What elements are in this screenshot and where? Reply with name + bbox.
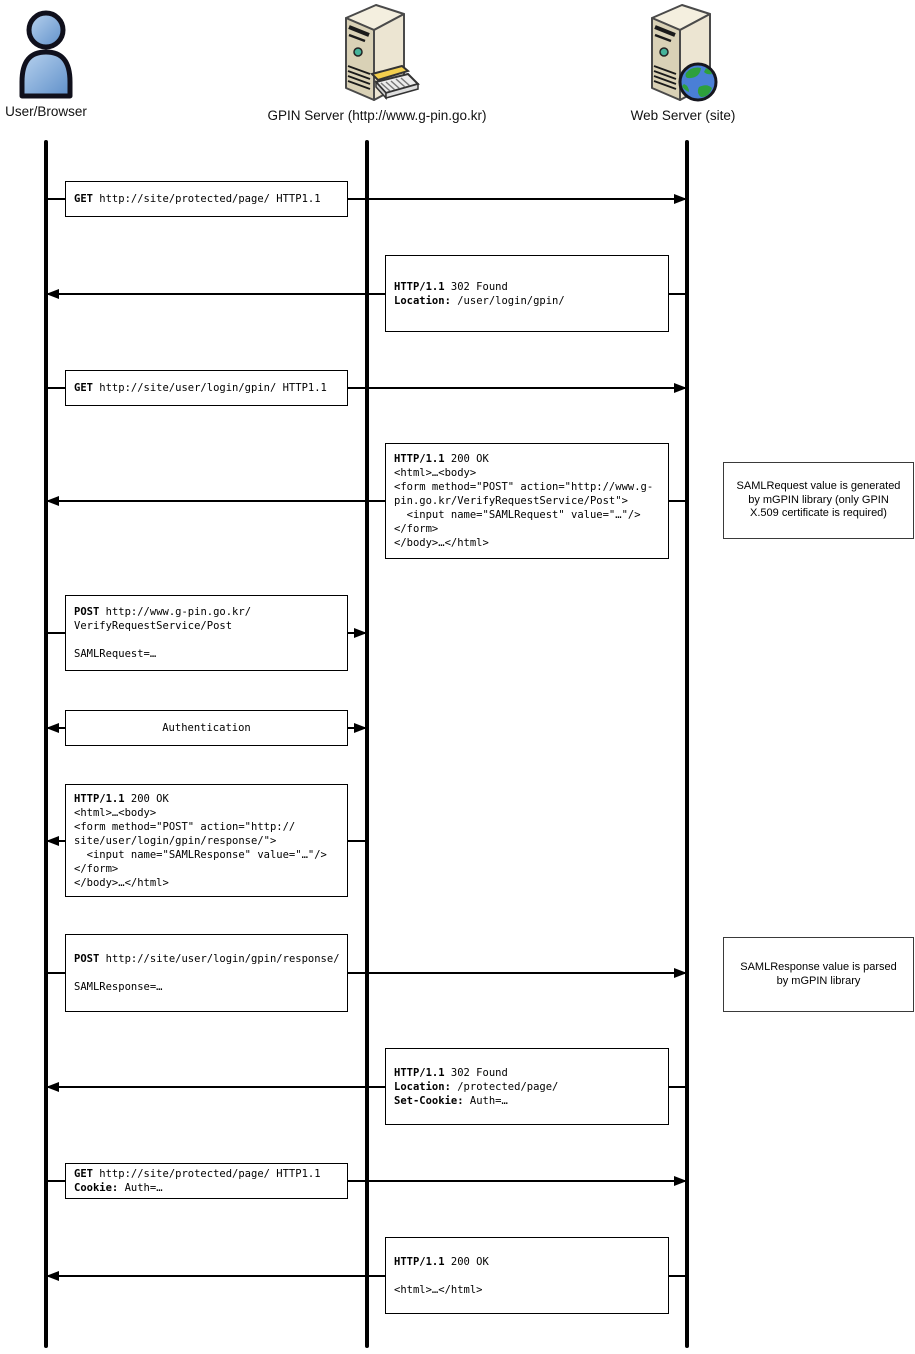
message-arrow (46, 1081, 687, 1092)
message-line: SAMLRequest=… (74, 648, 157, 660)
message-line: HTTP/1.1 200 OK (74, 792, 169, 805)
message-line: Set-Cookie: Auth=… (394, 1094, 508, 1107)
message-line: <form method="POST" action="http://www.g… (394, 481, 654, 493)
message-line: GET http://site/user/login/gpin/ HTTP1.1 (74, 382, 327, 394)
message-box: POST http://www.g-pin.go.kr/VerifyReques… (65, 595, 348, 671)
arrowhead-right (674, 968, 687, 978)
note-box-1: SAMLRequest value is generated by mGPIN … (723, 462, 914, 539)
actor-label-web-server: Web Server (site) (630, 108, 736, 123)
actor-label-gpin-server: GPIN Server (http://www.g-pin.go.kr) (267, 108, 487, 123)
message-box: POST http://site/user/login/gpin/respons… (65, 934, 348, 1012)
message-line: </body>…</html> (394, 537, 489, 549)
message-arrow (46, 194, 687, 204)
message-box: HTTP/1.1 200 OK <html>…<body> <form method… (385, 443, 669, 559)
message-line: POST http://site/user/login/gpin/respons… (74, 953, 340, 965)
message-box: Authentication (65, 710, 348, 746)
message-arrow (46, 1270, 687, 1281)
lifeline-user-browser (44, 140, 48, 1348)
note-box-2: SAMLResponse value is parsed by mGPIN li… (723, 937, 914, 1012)
message-line (74, 966, 339, 980)
message-line: <input name="SAMLResponse" value="…"/> (74, 848, 327, 861)
message-line (74, 633, 339, 647)
message-line: GET http://site/protected/page/ HTTP1.1 (74, 193, 321, 205)
message-box: GET http://site/user/login/gpin/ HTTP1.1 (65, 370, 348, 406)
message-box: HTTP/1.1 200 OK<html>…<body><form method… (65, 784, 348, 897)
message-line: </body>…</html> (74, 876, 169, 889)
message-line: <input name="SAMLRequest" value="…"/> (394, 509, 641, 521)
arrowhead-right (354, 723, 367, 733)
message-arrow (46, 288, 687, 299)
message-line: </form> (74, 862, 119, 875)
message-line: Authentication (162, 722, 251, 734)
message-arrow (46, 383, 687, 393)
arrowhead-left (46, 835, 59, 846)
actor-web-server: Web Server (site) (573, 0, 793, 123)
message-line: VerifyRequestService/Post (74, 620, 233, 632)
arrowhead-left (46, 723, 59, 733)
lifeline-gpin-server (365, 140, 369, 1348)
message-arrow (46, 1176, 687, 1186)
message-line: site/user/login/gpin/response/"> (74, 834, 277, 847)
arrowhead-left (46, 496, 59, 506)
message-line: <html>…<body> (394, 467, 477, 479)
message-line: Cookie: Auth=… (74, 1182, 163, 1194)
person-icon (19, 10, 73, 99)
message-line: </form> (394, 523, 439, 535)
message-line (394, 1269, 660, 1283)
arrowhead-left (46, 1270, 59, 1281)
message-line: GET http://site/protected/page/ HTTP1.1 (74, 1168, 321, 1180)
arrowhead-right (354, 628, 367, 638)
message-box: GET http://site/protected/page/ HTTP1.1 (65, 181, 348, 217)
arrowhead-right (674, 383, 687, 393)
message-line: Location: /protected/page/ (394, 1080, 559, 1093)
message-line: <form method="POST" action="http:// (74, 820, 296, 833)
message-line: <html>…</html> (394, 1283, 483, 1296)
server-keyboard-icon (345, 4, 420, 101)
arrowhead-right (674, 1176, 687, 1186)
actor-label-user-browser: User/Browser (5, 104, 87, 119)
actor-gpin-server: GPIN Server (http://www.g-pin.go.kr) (227, 0, 527, 123)
message-line: SAMLResponse=… (74, 981, 163, 993)
arrowhead-left (46, 1081, 59, 1092)
message-arrow (46, 968, 687, 978)
actor-user-browser: User/Browser (0, 8, 116, 119)
lifeline-web-server (685, 140, 689, 1348)
message-line: HTTP/1.1 200 OK (394, 1255, 489, 1268)
arrowhead-right (674, 194, 687, 204)
message-line: HTTP/1.1 200 OK (394, 453, 489, 465)
message-line: HTTP/1.1 302 Found (394, 280, 508, 293)
message-line: HTTP/1.1 302 Found (394, 1066, 508, 1079)
message-line: <html>…<body> (74, 806, 157, 819)
message-line: pin.go.kr/VerifyRequestService/Post"> (394, 495, 628, 507)
message-line: Location: /user/login/gpin/ (394, 294, 565, 307)
arrowhead-left (46, 288, 59, 299)
server-globe-icon (651, 4, 718, 102)
message-box: HTTP/1.1 200 OK <html>…</html> (385, 1237, 669, 1314)
message-arrow (46, 496, 687, 506)
message-line: POST http://www.g-pin.go.kr/ (74, 606, 252, 618)
